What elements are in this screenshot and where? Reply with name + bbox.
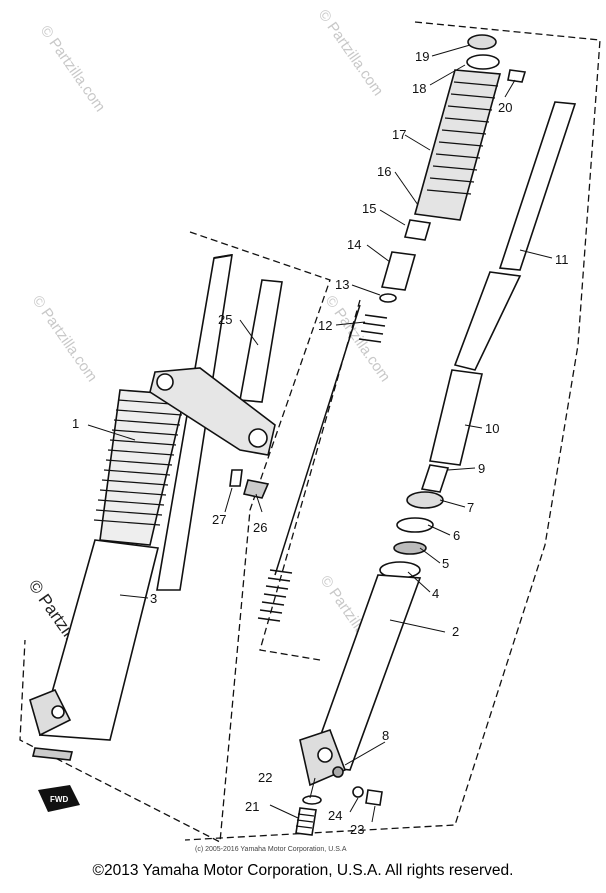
callout-18: 18	[412, 81, 426, 96]
fork-spring	[257, 304, 388, 622]
callout-19: 19	[415, 49, 429, 64]
callout-9: 9	[478, 461, 485, 476]
callout-1: 1	[72, 416, 79, 431]
callout-10: 10	[485, 421, 499, 436]
callout-2: 2	[452, 624, 459, 639]
callout-27: 27	[212, 512, 226, 527]
watermark: © Partzilla.com	[315, 7, 387, 100]
callout-24: 24	[328, 808, 342, 823]
callout-21: 21	[245, 799, 259, 814]
callout-20: 20	[498, 100, 512, 115]
triple-clamp	[149, 279, 283, 499]
callout-4: 4	[432, 586, 439, 601]
callout-7: 7	[467, 500, 474, 515]
watermark: © Partzilla.com	[29, 293, 101, 386]
callout-14: 14	[347, 237, 361, 252]
callout-labels: 1 2 3 4 5 6 7 8 9 10 11 12 13 14 15 16 1…	[72, 49, 569, 837]
assembly-outlines	[19, 21, 601, 844]
callout-26: 26	[253, 520, 267, 535]
watermark: © Partzilla.com	[37, 23, 109, 116]
callout-8: 8	[382, 728, 389, 743]
right-outer-tube	[295, 574, 422, 836]
callout-23: 23	[350, 822, 364, 837]
callout-17: 17	[392, 127, 406, 142]
fwd-arrow: FWD	[38, 785, 80, 812]
fwd-label: FWD	[50, 795, 68, 804]
callout-6: 6	[453, 528, 460, 543]
callout-25: 25	[218, 312, 232, 327]
spring-outline	[259, 299, 361, 661]
callout-13: 13	[335, 277, 349, 292]
callout-15: 15	[362, 201, 376, 216]
left-fork-leg	[29, 254, 233, 761]
leader-lines	[87, 44, 553, 823]
right-assembly-outline	[184, 21, 601, 841]
callout-12: 12	[318, 318, 332, 333]
callout-22: 22	[258, 770, 272, 785]
callout-11: 11	[555, 252, 569, 267]
left-assembly-outline	[19, 231, 331, 844]
page-copyright: ©2013 Yamaha Motor Corporation, U.S.A. A…	[92, 862, 514, 879]
callout-3: 3	[150, 591, 157, 606]
callout-16: 16	[377, 164, 391, 179]
callout-5: 5	[442, 556, 449, 571]
diagram-copyright: (c) 2005-2016 Yamaha Motor Corporation, …	[195, 846, 347, 853]
right-fork-upper	[379, 34, 577, 579]
